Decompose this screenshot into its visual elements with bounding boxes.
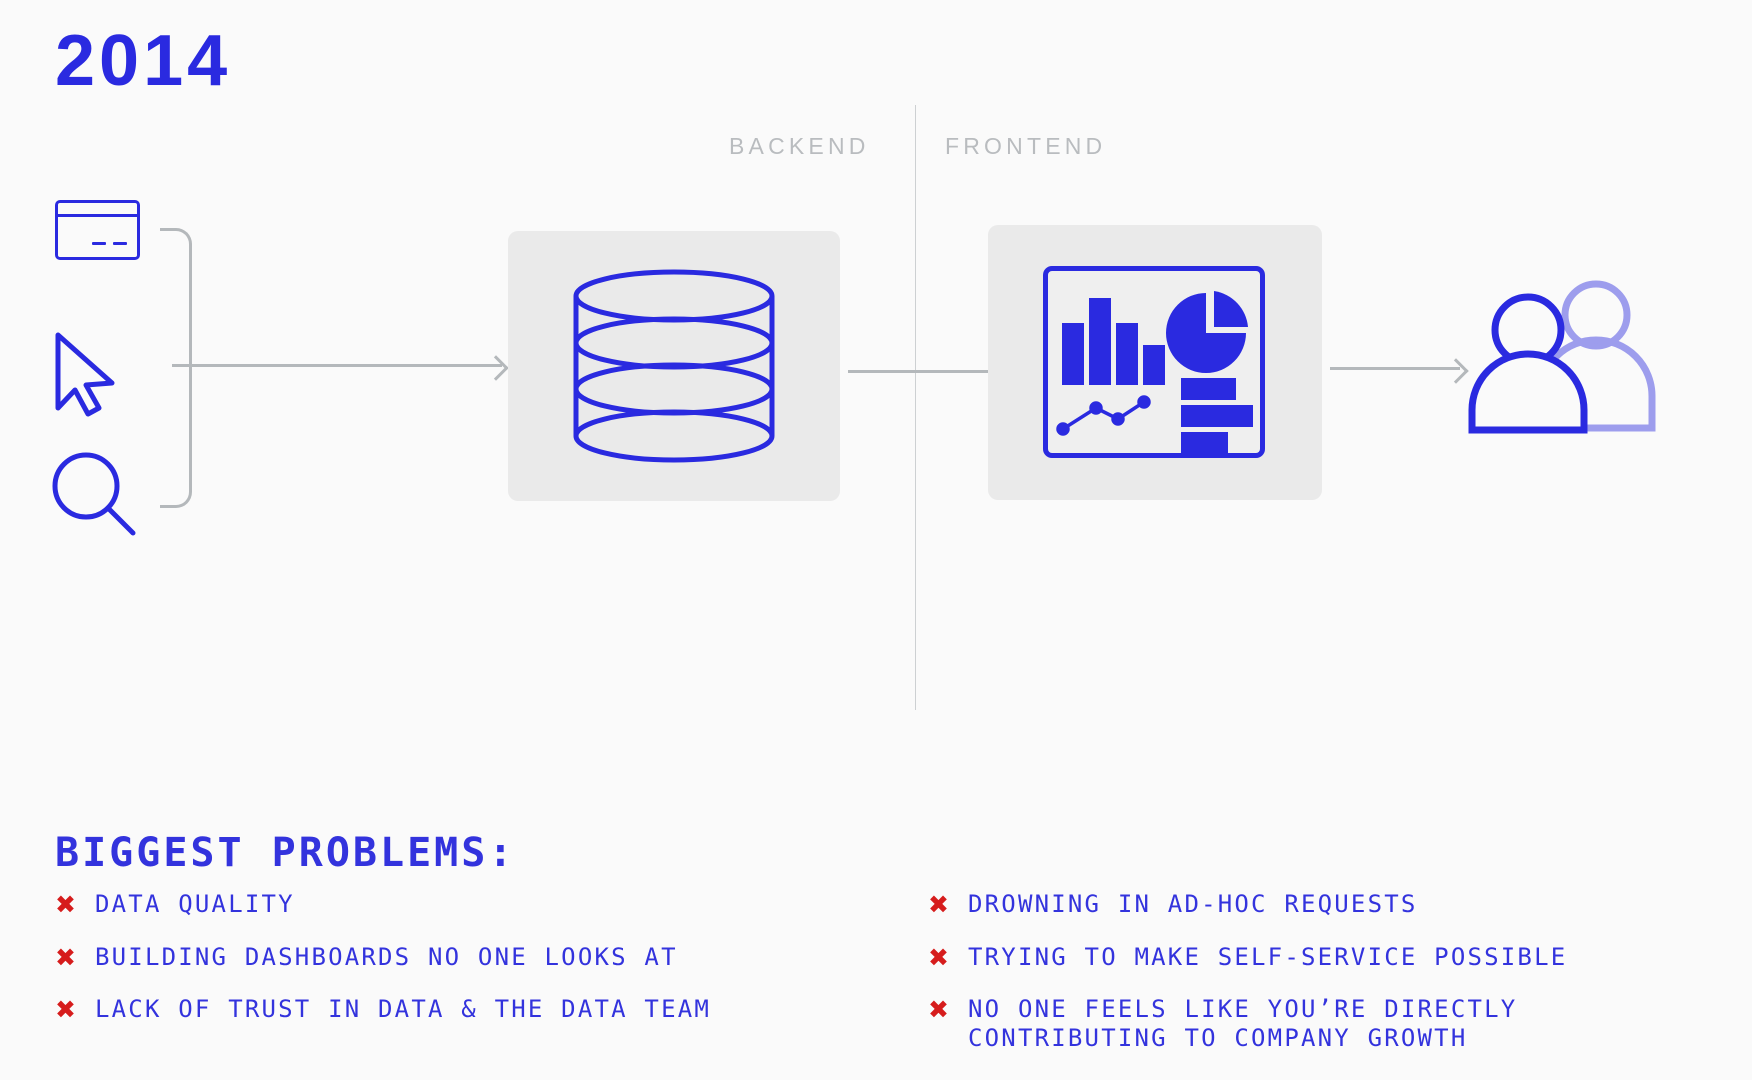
arrow-sources-to-database-head: [483, 354, 509, 381]
cross-icon: ✖: [928, 890, 949, 919]
problem-text: DATA QUALITY: [95, 890, 295, 918]
section-label-frontend: FRONTEND: [945, 133, 1107, 159]
bar-chart-icon: [1062, 298, 1165, 385]
horizontal-bar-chart-icon: [1181, 378, 1253, 453]
user-front-icon: [1468, 293, 1588, 434]
problem-text: LACK OF TRUST IN DATA & THE DATA TEAM: [95, 995, 712, 1023]
line-chart-icon: [1056, 395, 1151, 436]
credit-card-icon: [55, 200, 140, 260]
cross-icon: ✖: [55, 942, 76, 972]
sources-bracket: [160, 228, 192, 508]
problems-left-column: ✖ DATA QUALITY ✖ BUILDING DASHBOARDS NO …: [55, 890, 875, 1048]
problem-item: ✖ BUILDING DASHBOARDS NO ONE LOOKS AT: [55, 943, 875, 973]
users-group-icon: [1468, 280, 1656, 434]
cross-icon: ✖: [928, 995, 949, 1024]
database-cylinder-icon: [573, 269, 775, 463]
arrow-dashboard-to-users-head: [1443, 357, 1469, 384]
arrow-dashboard-to-users: [1330, 367, 1460, 370]
cursor-icon: [55, 332, 115, 417]
arrow-database-to-dashboard: [848, 370, 1000, 373]
problem-item: ✖ TRYING TO MAKE SELF-SERVICE POSSIBLE: [928, 943, 1718, 973]
dashboard-widgets: [1056, 291, 1253, 453]
credit-card-dash-2: [113, 241, 127, 245]
problem-item: ✖ DROWNING IN AD-HOC REQUESTS: [928, 890, 1718, 920]
credit-card-stripe: [57, 214, 138, 217]
problem-item: ✖ NO ONE FEELS LIKE YOU’RE DIRECTLY CONT…: [928, 995, 1718, 1054]
problem-text: NO ONE FEELS LIKE YOU’RE DIRECTLY CONTRI…: [968, 995, 1518, 1053]
search-icon: [52, 452, 136, 536]
credit-card-dash-1: [92, 241, 106, 245]
cross-icon: ✖: [55, 890, 76, 919]
problem-item: ✖ LACK OF TRUST IN DATA & THE DATA TEAM: [55, 995, 875, 1025]
cross-icon: ✖: [55, 995, 76, 1024]
problems-right-column: ✖ DROWNING IN AD-HOC REQUESTS ✖ TRYING T…: [928, 890, 1718, 1077]
problem-text: DROWNING IN AD-HOC REQUESTS: [968, 890, 1418, 918]
problem-item: ✖ DATA QUALITY: [55, 890, 875, 920]
backend-frontend-divider: [915, 105, 916, 710]
dashboard-card: [1043, 266, 1265, 458]
problem-text: TRYING TO MAKE SELF-SERVICE POSSIBLE: [968, 942, 1568, 971]
section-label-backend: BACKEND: [729, 133, 870, 159]
pie-chart-icon: [1166, 291, 1248, 373]
problems-heading: BIGGEST PROBLEMS:: [55, 830, 516, 876]
problem-text: BUILDING DASHBOARDS NO ONE LOOKS AT: [95, 942, 678, 971]
page-title: 2014: [55, 21, 232, 101]
cross-icon: ✖: [928, 942, 949, 972]
arrow-sources-to-database: [172, 364, 502, 367]
